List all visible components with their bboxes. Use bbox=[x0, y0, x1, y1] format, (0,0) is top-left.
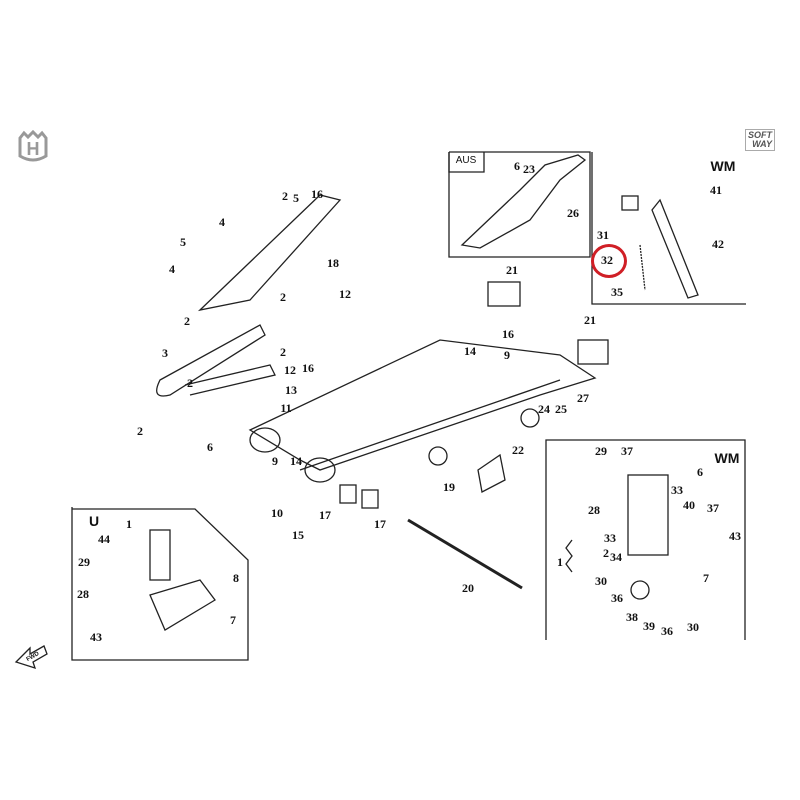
part-label[interactable]: 2 bbox=[280, 290, 286, 304]
part-label[interactable]: 21 bbox=[506, 263, 518, 277]
part-label[interactable]: 36 bbox=[611, 591, 623, 605]
wm-bottom-box-title: WM bbox=[714, 450, 740, 466]
part-label[interactable]: 6 bbox=[514, 159, 520, 173]
part-label[interactable]: 44 bbox=[98, 532, 110, 546]
part-label[interactable]: 34 bbox=[610, 550, 622, 564]
part-label[interactable]: 33 bbox=[671, 483, 683, 497]
part-label[interactable]: 22 bbox=[512, 443, 524, 457]
aus-box-title: AUS bbox=[455, 155, 477, 166]
part-label[interactable]: 2 bbox=[184, 314, 190, 328]
aus-box-border bbox=[448, 151, 591, 258]
part-label[interactable]: 43 bbox=[90, 630, 102, 644]
part-label[interactable]: 17 bbox=[319, 508, 331, 522]
part-label[interactable]: 29 bbox=[78, 555, 90, 569]
part-label[interactable]: 10 bbox=[271, 506, 283, 520]
part-label[interactable]: 8 bbox=[233, 571, 239, 585]
part-label[interactable]: 1 bbox=[126, 517, 132, 531]
part-label[interactable]: 35 bbox=[611, 285, 623, 299]
part-label[interactable]: 36 bbox=[661, 624, 673, 638]
part-label[interactable]: 28 bbox=[77, 587, 89, 601]
part-label[interactable]: 6 bbox=[207, 440, 213, 454]
part-label[interactable]: 39 bbox=[643, 619, 655, 633]
part-label[interactable]: 2 bbox=[282, 189, 288, 203]
part-label[interactable]: 12 bbox=[339, 287, 351, 301]
part-label[interactable]: 41 bbox=[710, 183, 722, 197]
part-label[interactable]: 1 bbox=[557, 555, 563, 569]
svg-text:H: H bbox=[27, 139, 40, 159]
part-label[interactable]: 42 bbox=[712, 237, 724, 251]
part-label[interactable]: 23 bbox=[523, 162, 535, 176]
part-label[interactable]: 14 bbox=[464, 344, 476, 358]
part-label[interactable]: 9 bbox=[272, 454, 278, 468]
part-label[interactable]: 5 bbox=[180, 235, 186, 249]
part-label[interactable]: 6 bbox=[697, 465, 703, 479]
part-label[interactable]: 9 bbox=[504, 348, 510, 362]
part-label[interactable]: 16 bbox=[311, 187, 323, 201]
wm-bottom-box-border bbox=[545, 439, 746, 640]
part-label[interactable]: 7 bbox=[703, 571, 709, 585]
part-label[interactable]: 30 bbox=[595, 574, 607, 588]
part-label[interactable]: 31 bbox=[597, 228, 609, 242]
part-label[interactable]: 13 bbox=[285, 383, 297, 397]
part-label[interactable]: 30 bbox=[687, 620, 699, 634]
wm-top-box-border bbox=[591, 152, 746, 305]
fwd-arrow-shape bbox=[14, 645, 48, 670]
part-label[interactable]: 4 bbox=[219, 215, 225, 229]
part-label[interactable]: 7 bbox=[230, 613, 236, 627]
part-label[interactable]: 2 bbox=[280, 345, 286, 359]
part-label[interactable]: 14 bbox=[290, 454, 302, 468]
part-label[interactable]: 25 bbox=[555, 402, 567, 416]
part-label[interactable]: 16 bbox=[502, 327, 514, 341]
part-label[interactable]: 40 bbox=[683, 498, 695, 512]
part-label[interactable]: 17 bbox=[374, 517, 386, 531]
part-label[interactable]: 4 bbox=[169, 262, 175, 276]
part-label[interactable]: 26 bbox=[567, 206, 579, 220]
part-label[interactable]: 2 bbox=[187, 376, 193, 390]
part-label[interactable]: 27 bbox=[577, 391, 589, 405]
part-label[interactable]: 3 bbox=[162, 346, 168, 360]
part-label[interactable]: 11 bbox=[280, 401, 292, 415]
u-box-title: U bbox=[88, 513, 100, 529]
part-label[interactable]: 29 bbox=[595, 444, 607, 458]
part-label[interactable]: 37 bbox=[707, 501, 719, 515]
part-label[interactable]: 28 bbox=[588, 503, 600, 517]
part-label[interactable]: 21 bbox=[584, 313, 596, 327]
part-label[interactable]: 2 bbox=[603, 546, 609, 560]
part-label[interactable]: 5 bbox=[293, 191, 299, 205]
part-label[interactable]: 16 bbox=[302, 361, 314, 375]
part-label[interactable]: 37 bbox=[621, 444, 633, 458]
part-label[interactable]: 20 bbox=[462, 581, 474, 595]
part-label-highlighted[interactable]: 32 bbox=[601, 253, 613, 267]
highlight-circle-part-32 bbox=[591, 244, 627, 278]
part-label[interactable]: 43 bbox=[729, 529, 741, 543]
part-label[interactable]: 12 bbox=[284, 363, 296, 377]
part-label[interactable]: 33 bbox=[604, 531, 616, 545]
u-box-border bbox=[71, 507, 249, 661]
part-label[interactable]: 18 bbox=[327, 256, 339, 270]
part-label[interactable]: 24 bbox=[538, 402, 550, 416]
part-label[interactable]: 38 bbox=[626, 610, 638, 624]
husqvarna-logo: H bbox=[16, 129, 50, 169]
part-label[interactable]: 19 bbox=[443, 480, 455, 494]
part-label[interactable]: 15 bbox=[292, 528, 304, 542]
wm-top-box-title: WM bbox=[710, 158, 736, 174]
part-label[interactable]: 2 bbox=[137, 424, 143, 438]
